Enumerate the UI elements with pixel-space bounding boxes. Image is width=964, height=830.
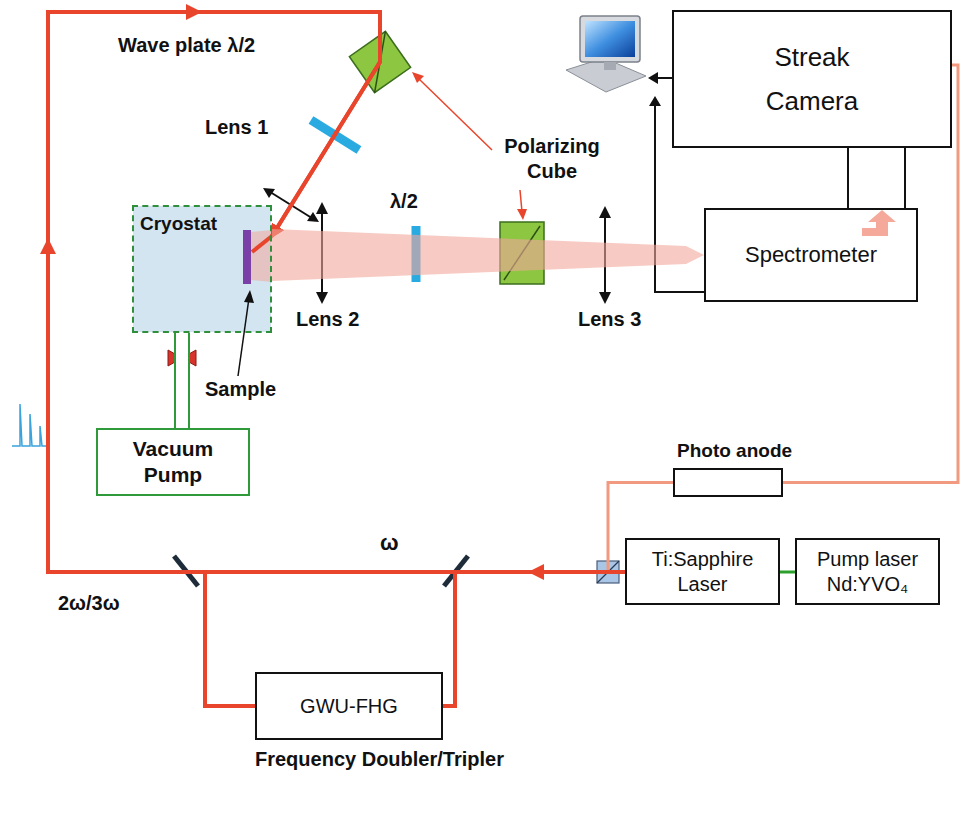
laser-beam — [48, 12, 625, 572]
box-title: Spectrometer — [745, 241, 877, 269]
component-label: Polarizing Cube — [492, 134, 612, 184]
connector-line — [904, 148, 906, 208]
box-heading: Photo anode — [677, 440, 792, 462]
photo-anode-box: Photo anode — [673, 440, 783, 497]
frequency-label: ω — [380, 530, 399, 556]
streak-camera-box: Streak Camera — [672, 10, 952, 148]
box-title: Streak Camera — [747, 35, 877, 123]
box-title: Vacuum Pump — [117, 436, 229, 489]
box-outline: GWU-FHG — [255, 672, 443, 740]
pulse-train-icon — [12, 404, 46, 446]
vacuum-pump-box: Vacuum Pump — [96, 428, 250, 496]
signal-beam-start — [250, 230, 272, 282]
laser-beam-end — [252, 236, 272, 252]
frequency-label: 2ω/3ω — [58, 592, 120, 615]
component-label: Lens 3 — [578, 308, 641, 331]
cryostat-box: Cryostat — [132, 205, 272, 333]
laser-box: Ti:Sapphire Laser — [625, 538, 780, 605]
pump-laser-box: Pump laser Nd:YVO₄ — [795, 538, 940, 605]
pipe-outline — [174, 333, 190, 428]
cryostat-fill — [133, 206, 271, 332]
box-outline — [673, 468, 783, 497]
computer-icon — [566, 16, 646, 92]
vacuum-pipe — [182, 333, 183, 428]
connector-line — [847, 148, 849, 208]
component-label: Lens 1 — [205, 116, 268, 139]
box-caption: Frequency Doubler/Tripler — [255, 748, 504, 771]
box-title: GWU-FHG — [300, 695, 398, 718]
connector-line — [780, 571, 795, 574]
spectrometer-box: Spectrometer — [704, 208, 918, 302]
box-title: Ti:Sapphire Laser — [640, 547, 765, 597]
frequency-converter-box: GWU-FHGFrequency Doubler/Tripler — [255, 672, 443, 776]
laser-beam — [443, 572, 625, 706]
component-label: Wave plate λ/2 — [118, 34, 255, 57]
leader-arrow — [238, 290, 254, 376]
light-arrow — [862, 210, 896, 236]
box-title: Pump laser Nd:YVO₄ — [812, 547, 924, 597]
component-label: λ/2 — [390, 190, 418, 213]
signal-beam — [272, 229, 704, 281]
sample-plate — [243, 230, 251, 284]
connector-line — [783, 65, 958, 483]
component-label: Lens 2 — [296, 308, 359, 331]
box-title: Cryostat — [140, 212, 217, 236]
laser-beam — [48, 12, 380, 706]
pipe-inner — [176, 333, 188, 428]
component-label: Sample — [205, 378, 276, 401]
